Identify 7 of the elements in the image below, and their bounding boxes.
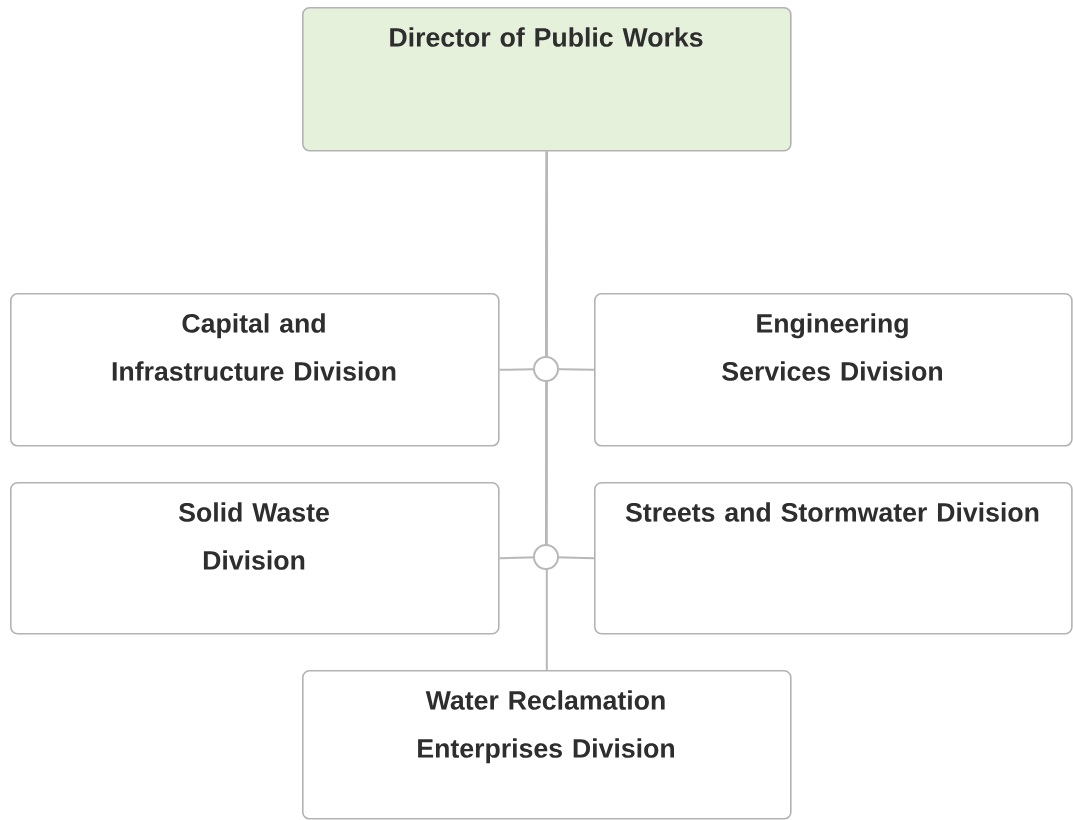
org-box: Director of Public Works — [302, 7, 792, 152]
org-box: Solid Waste Division — [10, 482, 500, 635]
org-box: Streets and Stormwater Division — [594, 482, 1073, 635]
org-box: Engineering Services Division — [594, 293, 1073, 447]
connector-line — [545, 150, 548, 671]
org-box: Capital and Infrastructure Division — [10, 293, 500, 447]
org-box: Water Reclamation Enterprises Division — [302, 670, 792, 820]
